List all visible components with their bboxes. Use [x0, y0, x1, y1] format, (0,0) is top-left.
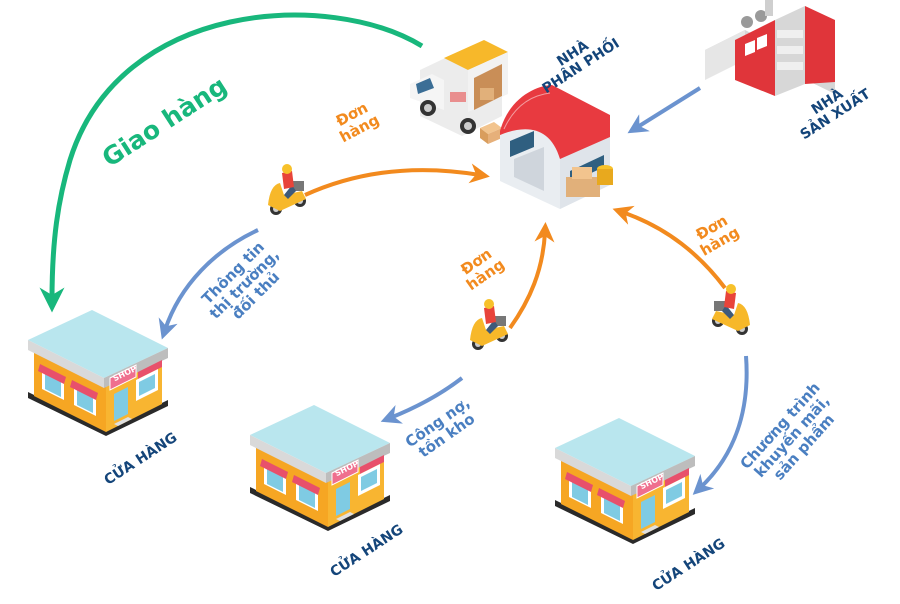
- order-arrow-left: [304, 163, 490, 197]
- shop-icon-right: [554, 417, 696, 545]
- order-arrow-right: [612, 205, 727, 290]
- info-arrow-left: [158, 228, 259, 340]
- package-icon: [480, 122, 502, 144]
- delivery-arrow: [39, 12, 424, 313]
- scooter-courier-icon-left: [268, 164, 306, 215]
- warehouse-icon: [500, 85, 613, 209]
- factory-icon: [705, 0, 835, 96]
- scooter-courier-icon-middle: [470, 299, 508, 350]
- scooter-courier-icon-right: [712, 284, 750, 335]
- shop-icon-left: [27, 309, 169, 437]
- order-arrow-middle: [508, 222, 555, 330]
- shop-icon-middle: [249, 404, 391, 532]
- info-arrow-middle: [380, 376, 464, 424]
- supply-arrow: [627, 86, 702, 134]
- delivery-truck-icon: [410, 40, 508, 136]
- info-arrow-right: [692, 355, 749, 495]
